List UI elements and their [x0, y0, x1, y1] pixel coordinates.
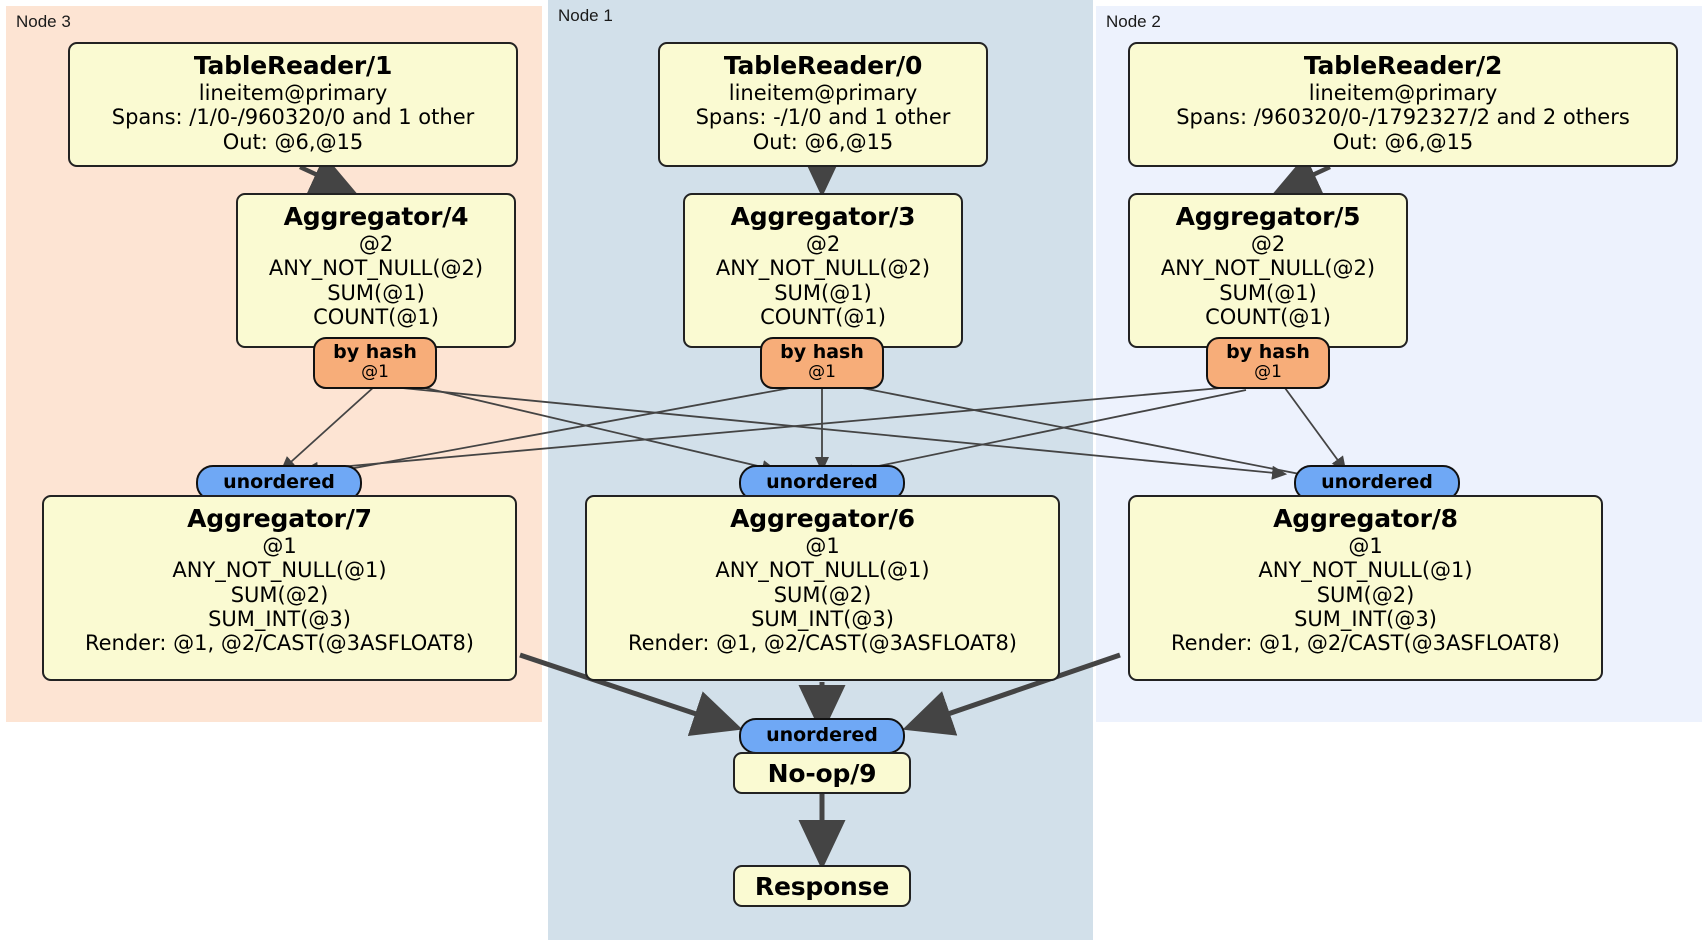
- box-title: TableReader/2: [1303, 51, 1503, 80]
- box-line: @2: [1250, 232, 1286, 256]
- edge-hashR-unordC: [837, 389, 1247, 479]
- box-line: @1: [805, 534, 840, 558]
- box-title: Aggregator/3: [730, 202, 916, 231]
- box-line: Spans: -/1/0 and 1 other: [695, 105, 951, 130]
- plan-box-aggregator-3[interactable]: Aggregator/3 @2 ANY_NOT_NULL(@2) SUM(@1)…: [683, 193, 963, 348]
- edge-hashL-unordR: [401, 387, 1288, 480]
- hash-router-pill-left[interactable]: by hash @1: [313, 337, 437, 389]
- box-line: Render: @1, @2/CAST(@3ASFLOAT8): [84, 631, 475, 656]
- box-line: ANY_NOT_NULL(@1): [715, 558, 930, 583]
- plan-box-response[interactable]: Response: [733, 865, 911, 907]
- unordered-pill-final[interactable]: unordered: [739, 718, 905, 754]
- node-panel-label: Node 3: [16, 12, 71, 31]
- box-line: SUM(@1): [327, 280, 425, 305]
- node-panel-label: Node 2: [1106, 12, 1161, 31]
- box-title: TableReader/1: [193, 51, 393, 80]
- plan-box-aggregator-4[interactable]: Aggregator/4 @2 ANY_NOT_NULL(@2) SUM(@1)…: [236, 193, 516, 348]
- box-line: ANY_NOT_NULL(@2): [715, 256, 931, 281]
- box-line: @2: [805, 232, 841, 256]
- box-title: TableReader/0: [723, 51, 923, 80]
- edge-agg7-unordF: [519, 652, 743, 736]
- pill-kind: unordered: [1321, 471, 1433, 493]
- box-line: @1: [262, 534, 297, 558]
- box-line: SUM(@1): [1219, 280, 1317, 305]
- pill-kind: unordered: [766, 724, 878, 746]
- edge-tr2-agg5: [1273, 154, 1331, 194]
- plan-box-tablereader-2[interactable]: TableReader/2 lineitem@primary Spans: /9…: [1128, 42, 1678, 167]
- pill-detail: @1: [1254, 361, 1282, 382]
- box-line: Render: @1, @2/CAST(@3ASFLOAT8): [1170, 631, 1561, 656]
- box-title: Response: [754, 871, 890, 901]
- box-title: Aggregator/6: [730, 504, 915, 533]
- box-line: lineitem@primary: [1308, 81, 1498, 105]
- edge-tr1-agg4: [299, 154, 357, 194]
- box-line: Render: @1, @2/CAST(@3ASFLOAT8): [627, 631, 1018, 656]
- box-line: SUM(@2): [773, 582, 872, 607]
- hash-router-pill-right[interactable]: by hash @1: [1206, 337, 1330, 389]
- edge-hashL-unordL: [280, 385, 376, 472]
- box-line: Out: @6,@15: [752, 129, 894, 154]
- pill-detail: @1: [361, 361, 389, 382]
- box-line: @2: [358, 232, 394, 256]
- pill-kind: by hash: [780, 341, 864, 363]
- box-line: ANY_NOT_NULL(@1): [172, 558, 387, 583]
- box-title: Aggregator/4: [283, 202, 469, 231]
- plan-box-aggregator-6[interactable]: Aggregator/6 @1 ANY_NOT_NULL(@1) SUM(@2)…: [585, 495, 1060, 681]
- box-line: COUNT(@1): [313, 305, 439, 330]
- box-title: Aggregator/8: [1273, 504, 1458, 533]
- box-line: SUM_INT(@3): [208, 607, 351, 632]
- plan-box-aggregator-8[interactable]: Aggregator/8 @1 ANY_NOT_NULL(@1) SUM(@2)…: [1128, 495, 1603, 681]
- box-line: Spans: /960320/0-/1792327/2 and 2 others: [1176, 105, 1630, 130]
- plan-box-tablereader-1[interactable]: TableReader/1 lineitem@primary Spans: /1…: [68, 42, 518, 167]
- box-line: Out: @6,@15: [222, 129, 364, 154]
- pill-kind: by hash: [333, 341, 417, 363]
- box-line: lineitem@primary: [728, 81, 918, 105]
- box-line: ANY_NOT_NULL(@2): [268, 256, 484, 281]
- box-title: Aggregator/5: [1175, 202, 1361, 231]
- pill-kind: unordered: [223, 471, 335, 493]
- box-line: COUNT(@1): [1205, 305, 1331, 330]
- hash-router-pill-center[interactable]: by hash @1: [760, 337, 884, 389]
- plan-box-noop-9[interactable]: No-op/9: [733, 752, 911, 794]
- box-line: Out: @6,@15: [1332, 129, 1474, 154]
- pill-detail: @1: [808, 361, 836, 382]
- plan-box-aggregator-7[interactable]: Aggregator/7 @1 ANY_NOT_NULL(@1) SUM(@2)…: [42, 495, 517, 681]
- plan-box-tablereader-0[interactable]: TableReader/0 lineitem@primary Spans: -/…: [658, 42, 988, 167]
- box-line: SUM(@2): [1316, 582, 1415, 607]
- box-line: SUM(@1): [774, 280, 872, 305]
- box-title: No-op/9: [767, 758, 877, 788]
- edge-hashC-unordR: [861, 387, 1323, 483]
- pill-kind: unordered: [766, 471, 878, 493]
- box-line: ANY_NOT_NULL(@1): [1258, 558, 1473, 583]
- box-line: SUM_INT(@3): [1294, 607, 1437, 632]
- box-line: lineitem@primary: [198, 81, 388, 105]
- edge-agg8-unordF: [902, 652, 1121, 736]
- node-panel-label: Node 1: [558, 6, 613, 25]
- box-line: Spans: /1/0-/960320/0 and 1 other: [111, 105, 475, 130]
- box-line: SUM(@2): [230, 582, 329, 607]
- plan-box-aggregator-5[interactable]: Aggregator/5 @2 ANY_NOT_NULL(@2) SUM(@1)…: [1128, 193, 1408, 348]
- box-title: Aggregator/7: [187, 504, 372, 533]
- edge-hashR-unordL: [302, 385, 1244, 476]
- box-line: @1: [1348, 534, 1383, 558]
- box-line: ANY_NOT_NULL(@2): [1160, 256, 1376, 281]
- box-line: SUM_INT(@3): [751, 607, 894, 632]
- box-line: COUNT(@1): [760, 305, 886, 330]
- pill-kind: by hash: [1226, 341, 1310, 363]
- edge-hashR-unordR: [1284, 387, 1347, 472]
